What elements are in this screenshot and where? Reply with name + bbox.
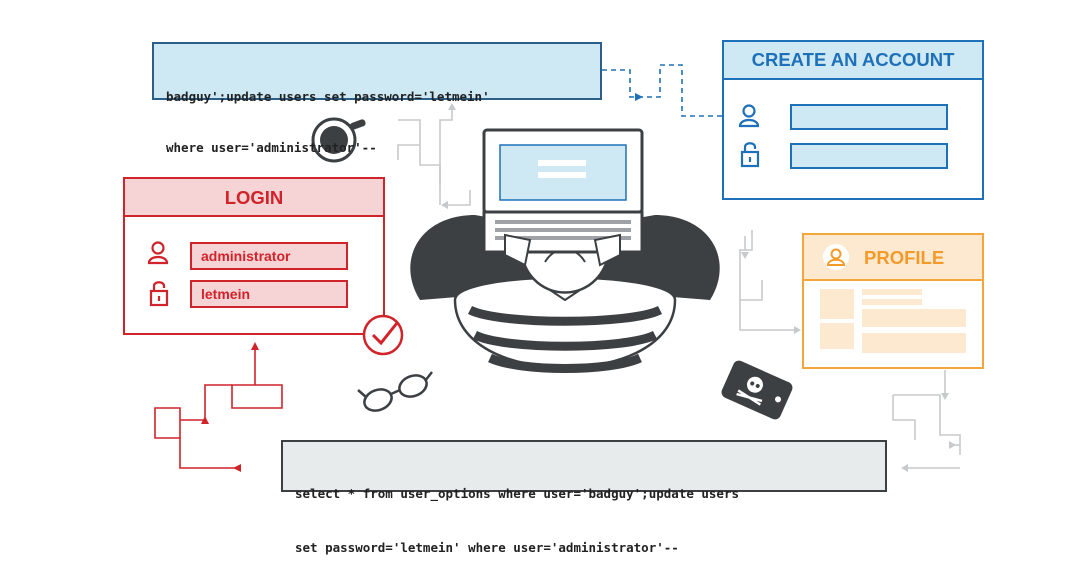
check-icon	[362, 314, 404, 356]
profile-placeholder-content	[820, 289, 966, 353]
lock-icon	[740, 142, 760, 168]
laptop-illustration	[482, 128, 644, 267]
login-title: LOGIN	[125, 179, 383, 217]
red-arrowhead-up	[251, 342, 259, 350]
create-password-field[interactable]	[790, 143, 948, 169]
injected-payload-code: badguy';update users set password='letme…	[152, 42, 602, 155]
login-username-field[interactable]: administrator	[190, 242, 348, 270]
code-line: select * from user_options where user='b…	[295, 486, 740, 501]
red-arrowhead-left	[233, 464, 241, 472]
profile-card: PROFILE	[802, 233, 984, 369]
user-icon	[147, 241, 169, 265]
code-line: set password='letmein' where user='admin…	[295, 540, 679, 555]
blue-arrowhead-1	[635, 93, 643, 101]
lock-icon	[149, 281, 169, 307]
code-line: badguy';update users set password='letme…	[166, 89, 490, 104]
red-connectors	[154, 350, 283, 469]
create-account-title: CREATE AN ACCOUNT	[724, 42, 982, 80]
coffee-cup-icon	[311, 117, 366, 163]
gray-connectors-center	[397, 103, 471, 209]
resulting-sql-query: select * from user_options where user='b…	[281, 440, 887, 555]
red-arrowhead-mid	[201, 416, 209, 424]
code-line: where user='administrator'--	[166, 140, 377, 155]
connector-layer	[154, 64, 961, 472]
create-account-form: CREATE AN ACCOUNT	[722, 40, 984, 200]
phone-skull-icon	[721, 360, 793, 420]
login-form: LOGIN administrator letmein	[123, 177, 385, 335]
user-icon	[738, 104, 760, 128]
create-username-field[interactable]	[790, 104, 948, 130]
profile-header: PROFILE	[804, 235, 982, 281]
user-icon	[823, 244, 849, 270]
profile-title: PROFILE	[864, 247, 945, 268]
login-password-field[interactable]: letmein	[190, 280, 348, 308]
glasses-icon	[357, 371, 433, 412]
gray-connectors-right	[739, 230, 961, 472]
blue-dashed-connector	[602, 64, 735, 117]
